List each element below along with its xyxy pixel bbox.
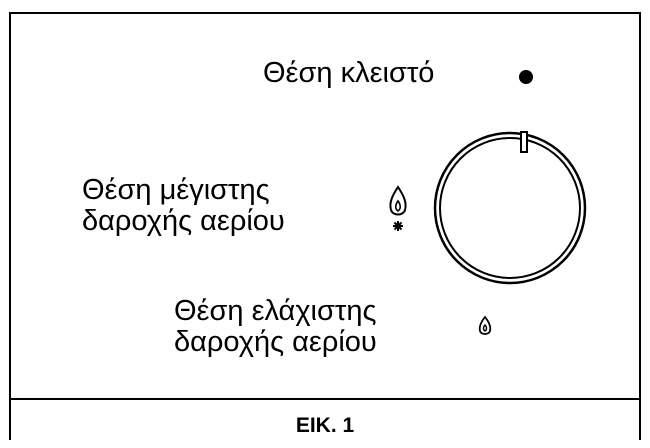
caption-divider: [9, 398, 641, 400]
max-flow-label-line2: δαροχής αερίου: [82, 205, 285, 237]
min-flow-label: Θέση ελάχιστης δαροχής αερίου: [174, 296, 377, 358]
max-flow-label-line1: Θέση μέγιστης: [82, 174, 270, 206]
closed-position-label: Θέση κλειστό: [263, 59, 434, 88]
figure-frame: [9, 12, 641, 440]
max-flow-label: Θέση μέγιστης δαροχής αερίου: [82, 175, 285, 237]
figure-caption: ΕΙΚ. 1: [295, 414, 355, 437]
closed-position-text: Θέση κλειστό: [263, 57, 435, 89]
min-flow-label-line1: Θέση ελάχιστης: [174, 295, 377, 327]
min-flow-label-line2: δαροχής αερίου: [174, 326, 377, 358]
